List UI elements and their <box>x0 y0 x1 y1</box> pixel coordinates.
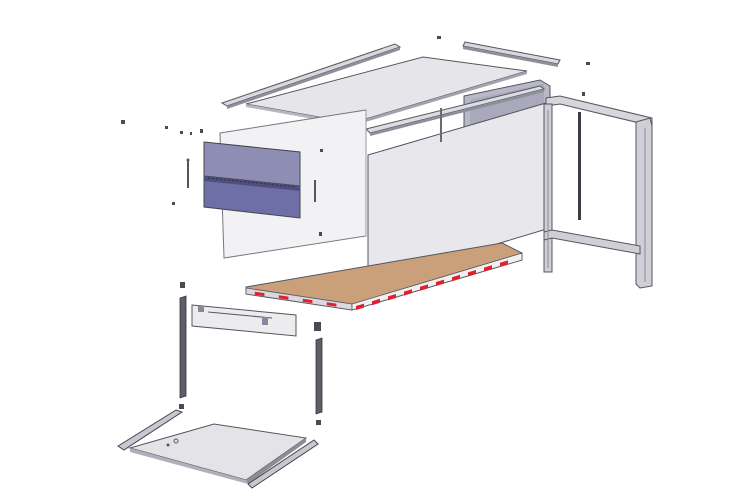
floor-red-marker <box>326 302 337 307</box>
side-bolts <box>186 158 316 202</box>
floor-red-marker <box>484 265 492 272</box>
floor-red-marker <box>372 298 380 306</box>
floor-red-marker <box>388 294 396 301</box>
mounting-plate <box>191 304 297 337</box>
tail-lift-arm-right <box>314 322 323 425</box>
tail-lift-arm-left <box>179 282 187 409</box>
floor-red-marker <box>500 260 508 267</box>
floor-red-marker <box>278 295 289 300</box>
floor-red-marker <box>404 289 412 296</box>
front-frame <box>543 95 653 289</box>
floor-red-markers <box>254 260 508 310</box>
tail-lift-platform <box>117 409 319 489</box>
floor-platform <box>245 242 523 311</box>
hardware-fasteners <box>121 36 590 236</box>
front-top-rail <box>365 85 546 136</box>
floor-red-marker <box>436 279 444 286</box>
storage-box <box>203 141 301 219</box>
vertical-strip <box>440 108 581 220</box>
top-rail-right <box>462 41 561 67</box>
floor-red-marker <box>356 303 364 310</box>
floor-red-marker <box>254 291 265 297</box>
top-rail-left <box>220 43 402 109</box>
floor-red-marker <box>420 284 428 291</box>
floor-red-marker <box>452 274 460 282</box>
floor-red-marker <box>468 270 476 277</box>
floor-red-marker <box>302 298 313 304</box>
